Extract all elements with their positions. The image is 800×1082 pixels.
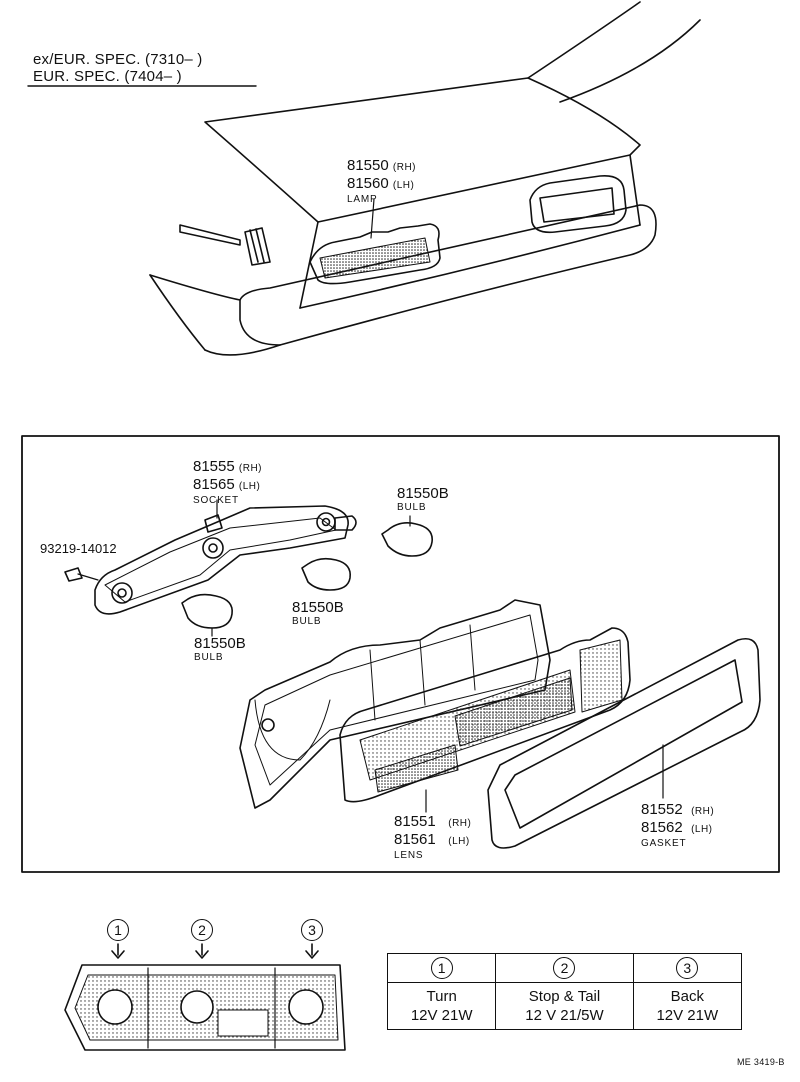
bulb-function: Back bbox=[670, 988, 704, 1005]
arrow-down-icon bbox=[195, 943, 209, 959]
side-label: (LH) bbox=[238, 481, 261, 492]
position-marker-2: 2 bbox=[191, 919, 213, 941]
part-number: 81550 bbox=[347, 157, 389, 174]
bulb-callout-low: 81550B BULB bbox=[194, 635, 246, 664]
side-label: (LH) bbox=[691, 824, 713, 835]
table-row: Turn 12V 21W Stop & Tail 12 V 21/5W Back 12… bbox=[386, 982, 743, 1030]
part-name: LAMP bbox=[347, 194, 378, 205]
table-cell: Stop & Tail 12 V 21/5W bbox=[495, 982, 634, 1030]
part-number: 81550B bbox=[194, 635, 246, 652]
socket-assembly-illustration bbox=[64, 499, 357, 615]
screw-part-number: 93219-14012 bbox=[40, 541, 117, 556]
position-number: 1 bbox=[107, 919, 129, 941]
lens-callout: 81551 (RH) 81561 (LH) LENS bbox=[394, 813, 472, 862]
side-label: (LH) bbox=[392, 180, 415, 191]
part-number: 81565 bbox=[193, 476, 235, 493]
position-number: 3 bbox=[301, 919, 323, 941]
part-name: SOCKET bbox=[193, 495, 239, 506]
gasket-illustration bbox=[487, 637, 761, 849]
bulb-rating: 12V 21W bbox=[656, 1007, 719, 1024]
part-number: 81562 bbox=[641, 819, 683, 836]
side-label: (LH) bbox=[448, 836, 470, 847]
bulb-spec-table: 1 2 3 Turn 12V 21W Stop & Tail 12 V 21/5W … bbox=[386, 953, 743, 1030]
arrow-down-icon bbox=[111, 943, 125, 959]
position-number: 1 bbox=[430, 957, 453, 979]
position-marker-3: 3 bbox=[301, 919, 323, 941]
gasket-callout: 81552 (RH) 81562 (LH) GASKET bbox=[641, 801, 715, 850]
lens-illustration bbox=[339, 627, 631, 803]
bulb-callout-top: 81550B BULB bbox=[397, 485, 449, 514]
car-rear-illustration bbox=[149, 1, 701, 356]
table-header-row: 1 2 3 bbox=[386, 953, 743, 983]
part-number: 81550B bbox=[397, 485, 449, 502]
socket-callout: 81555 (RH) 81565 (LH) SOCKET bbox=[193, 458, 262, 507]
part-number: 81552 bbox=[641, 801, 683, 818]
part-number: 81560 bbox=[347, 175, 389, 192]
position-number: 2 bbox=[553, 957, 576, 979]
part-number: 81550B bbox=[292, 599, 344, 616]
part-name: BULB bbox=[194, 652, 224, 663]
lamp-face-illustration bbox=[64, 964, 346, 1051]
exploded-view-frame bbox=[21, 435, 780, 873]
position-marker-1: 1 bbox=[107, 919, 129, 941]
bulb-callout-mid: 81550B BULB bbox=[292, 599, 344, 628]
part-name: BULB bbox=[397, 502, 427, 513]
side-label: (RH) bbox=[448, 818, 472, 829]
part-name: GASKET bbox=[641, 838, 687, 849]
table-cell: Turn 12V 21W bbox=[386, 982, 497, 1030]
part-number: 81561 bbox=[394, 831, 436, 848]
bulb-rating: 12V 21W bbox=[410, 1007, 473, 1024]
part-number: 81551 bbox=[394, 813, 436, 830]
side-label: (RH) bbox=[238, 463, 262, 474]
table-header-cell: 2 bbox=[495, 953, 634, 983]
part-number: 81555 bbox=[193, 458, 235, 475]
bulb-rating: 12 V 21/5W bbox=[525, 1007, 604, 1024]
table-header-cell: 3 bbox=[632, 953, 743, 983]
lamp-callout: 81550 (RH) 81560 (LH) LAMP bbox=[347, 157, 416, 206]
bulb-illustrations bbox=[181, 515, 433, 637]
side-label: (RH) bbox=[691, 806, 715, 817]
spec-line-2: EUR. SPEC. (7404– ) bbox=[33, 68, 182, 85]
part-name: LENS bbox=[394, 850, 424, 861]
bulb-function: Stop & Tail bbox=[528, 988, 601, 1005]
table-cell: Back 12V 21W bbox=[632, 982, 743, 1030]
table-header-cell: 1 bbox=[386, 953, 497, 983]
part-name: BULB bbox=[292, 616, 322, 627]
reference-code: ME 3419-B bbox=[737, 1057, 785, 1067]
position-number: 2 bbox=[191, 919, 213, 941]
position-number: 3 bbox=[676, 957, 699, 979]
spec-line-1: ex/EUR. SPEC. (7310– ) bbox=[33, 51, 203, 68]
bulb-function: Turn bbox=[426, 988, 457, 1005]
side-label: (RH) bbox=[392, 162, 416, 173]
arrow-down-icon bbox=[305, 943, 319, 959]
